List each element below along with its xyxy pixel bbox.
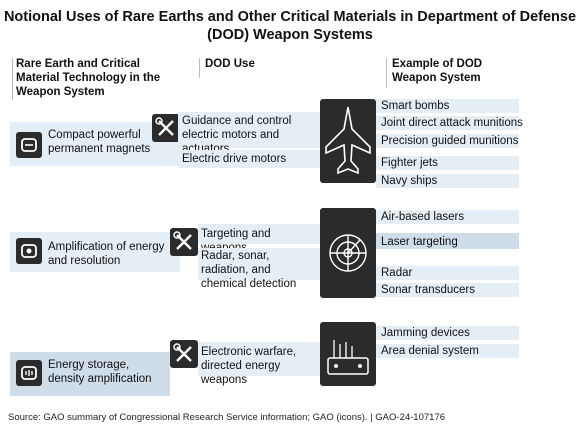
example-label: Navy ships xyxy=(381,175,438,187)
use-label: Electronic warfare, directed energy weap… xyxy=(201,346,297,386)
tech-label: Amplification of energy and resolution xyxy=(48,241,165,267)
header-divider-mid xyxy=(199,58,200,78)
example-label: Fighter jets xyxy=(381,157,438,169)
example-band xyxy=(376,344,519,358)
header-dod-use: DOD Use xyxy=(205,58,255,70)
example-band xyxy=(376,156,519,170)
use-band xyxy=(198,342,320,376)
figure-title: Notional Uses of Rare Earths and Other C… xyxy=(3,9,577,43)
example-band xyxy=(376,283,519,297)
use-label: Electric drive motors xyxy=(182,153,287,165)
example-band xyxy=(376,134,519,148)
example-label: Sonar transducers xyxy=(381,284,475,296)
source-note: Source: GAO summary of Congressional Res… xyxy=(8,412,446,423)
header-divider-right xyxy=(386,58,387,88)
example-band xyxy=(376,99,519,113)
jamming-device-icon xyxy=(320,322,376,386)
use-band xyxy=(198,248,320,280)
example-band xyxy=(376,326,519,340)
example-label: Area denial system xyxy=(381,345,479,357)
tech-label: Compact powerful permanent magnets xyxy=(48,129,151,155)
use-band xyxy=(178,112,322,148)
example-band xyxy=(376,116,519,130)
example-band xyxy=(376,266,519,280)
tools-icon xyxy=(170,228,198,256)
example-label: Laser targeting xyxy=(381,236,458,248)
example-band xyxy=(376,233,519,249)
tech-label: Energy storage, density amplification xyxy=(48,359,152,385)
example-label: Precision guided munitions xyxy=(381,135,519,147)
example-label: Jamming devices xyxy=(381,327,470,339)
header-technology: Rare Earth and Critical Material Technol… xyxy=(16,58,161,98)
example-band xyxy=(376,174,519,188)
use-band xyxy=(178,150,322,168)
use-band xyxy=(198,224,320,244)
use-label: Radar, sonar, radiation, and chemical de… xyxy=(201,250,297,290)
tools-icon xyxy=(152,114,180,142)
radar-icon xyxy=(320,208,376,298)
battery-icon xyxy=(16,360,42,386)
example-label: Radar xyxy=(381,267,413,279)
fighter-jet-icon xyxy=(320,99,376,183)
example-label: Joint direct attack munitions xyxy=(381,117,523,129)
tools-icon xyxy=(170,340,198,368)
example-label: Smart bombs xyxy=(381,100,450,112)
example-label: Air-based lasers xyxy=(381,211,465,223)
header-divider-left xyxy=(12,58,13,100)
use-label: Guidance and control electric motors and… xyxy=(182,115,292,155)
example-band xyxy=(376,210,519,224)
lens-icon xyxy=(16,238,42,264)
header-example: Example of DOD Weapon System xyxy=(392,58,483,84)
magnet-icon xyxy=(16,132,42,158)
